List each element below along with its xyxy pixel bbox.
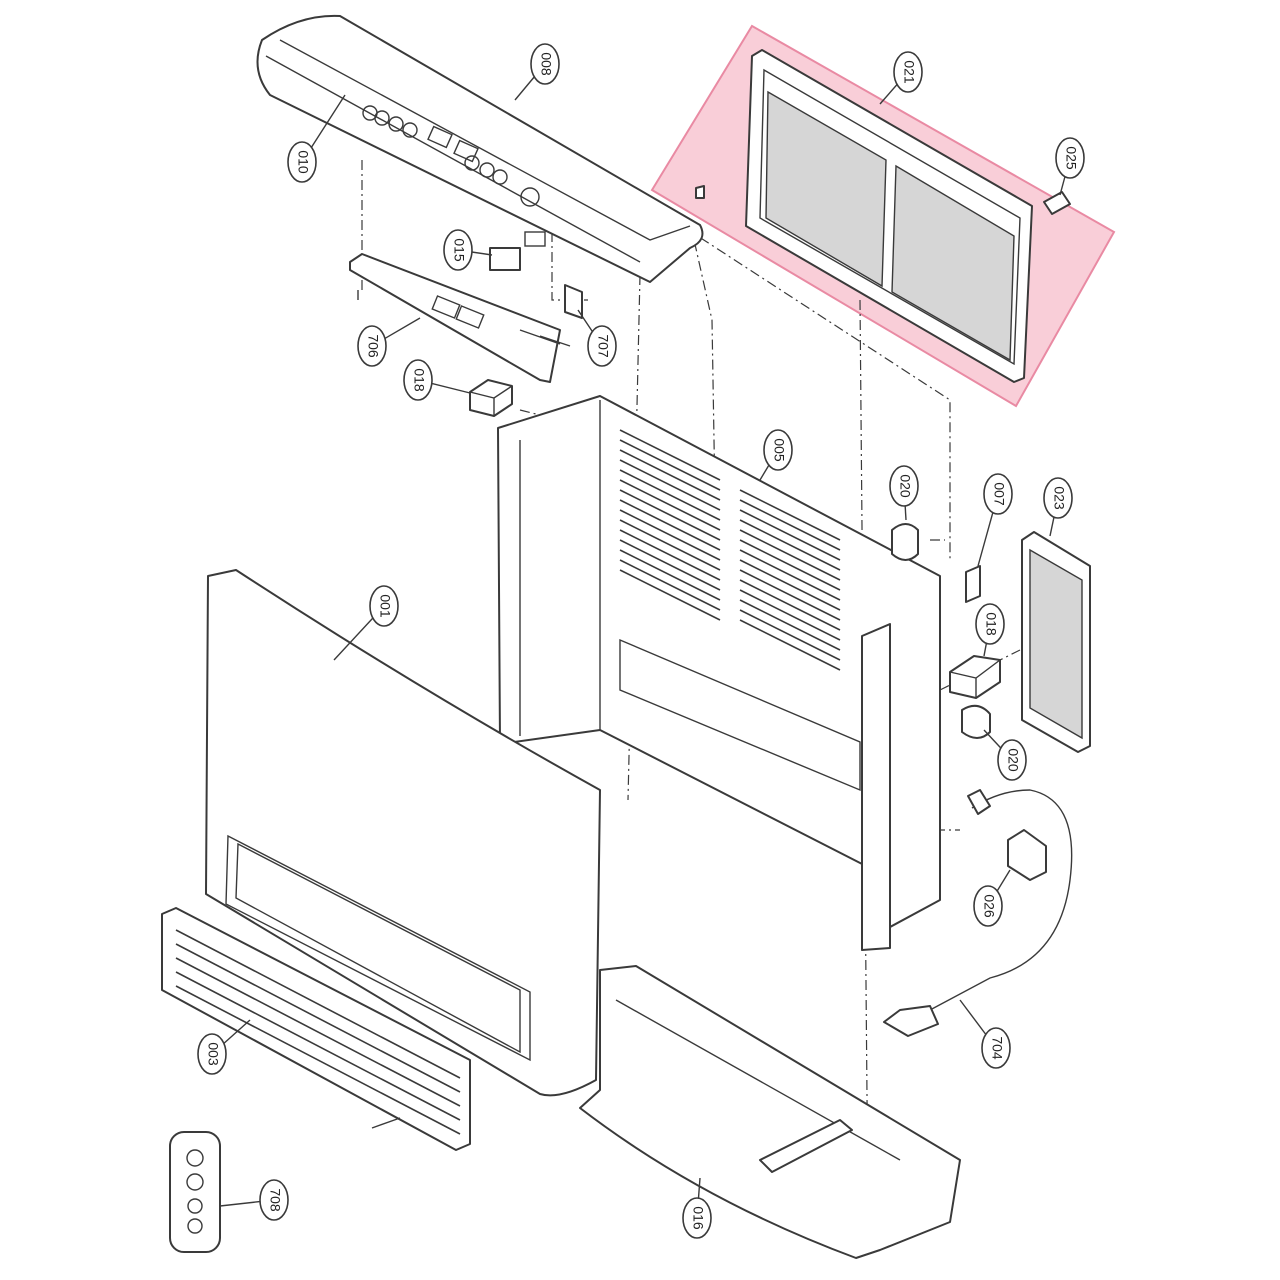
callout-oval [893, 51, 923, 93]
callout-oval [763, 429, 793, 471]
knob-switch-right [949, 655, 1001, 699]
front-grille [161, 907, 471, 1151]
callout-oval [981, 1027, 1011, 1069]
motor-lower [961, 704, 991, 739]
callout-label: 008 [538, 52, 554, 76]
callout-label: 021 [901, 60, 917, 84]
switch-bracket [564, 284, 583, 319]
callout-021: 021 [879, 51, 923, 105]
callout-018: 018 [975, 603, 1005, 657]
callout-oval [287, 141, 317, 183]
callout-oval [682, 1197, 712, 1239]
callout-018: 018 [403, 359, 471, 401]
callout-label: 026 [981, 894, 997, 918]
callout-label: 708 [267, 1188, 283, 1212]
callout-label: 003 [205, 1042, 221, 1066]
side-filter [1021, 531, 1091, 753]
screw [695, 185, 705, 199]
callout-020: 020 [983, 729, 1027, 781]
callout-015: 015 [443, 229, 493, 271]
callout-label: 018 [411, 368, 427, 392]
switch-window [524, 231, 546, 247]
callout-oval [403, 359, 433, 401]
callout-oval [259, 1179, 289, 1221]
control-circuit-board [349, 253, 571, 383]
callout-010: 010 [287, 94, 346, 183]
callout-label: 005 [771, 438, 787, 462]
callout-label: 016 [690, 1206, 706, 1230]
callout-oval [1055, 137, 1085, 179]
callout-label: 020 [1005, 748, 1021, 772]
callout-label: 018 [983, 612, 999, 636]
callout-label: 707 [595, 334, 611, 358]
callout-023: 023 [1043, 477, 1073, 537]
filter-frame [745, 49, 1033, 383]
callout-oval [973, 885, 1003, 927]
callout-026: 026 [973, 869, 1011, 927]
terminal-block [1007, 829, 1047, 881]
callout-oval [587, 325, 617, 367]
callout-020: 020 [889, 465, 919, 521]
callout-oval [530, 43, 560, 85]
motor-upper [891, 523, 919, 561]
callout-oval [443, 229, 473, 271]
callout-label: 706 [365, 334, 381, 358]
callout-oval [369, 585, 399, 627]
callout-label: 007 [991, 482, 1007, 506]
callout-label: 015 [451, 238, 467, 262]
callout-oval [983, 473, 1013, 515]
callout-016: 016 [682, 1177, 712, 1239]
callout-704: 704 [959, 999, 1011, 1069]
label-sticker [489, 247, 521, 271]
callout-oval [975, 603, 1005, 645]
bracket-007 [965, 565, 981, 603]
callout-708: 708 [219, 1179, 289, 1221]
callout-007: 007 [977, 473, 1013, 567]
callout-label: 025 [1063, 146, 1079, 170]
callout-008: 008 [514, 43, 560, 101]
callout-label: 010 [295, 150, 311, 174]
callout-706: 706 [357, 317, 421, 367]
grille-screw [371, 1117, 401, 1129]
callout-oval [1043, 477, 1073, 519]
power-cord [883, 789, 1073, 1037]
callout-001: 001 [333, 585, 399, 661]
base-tray [579, 965, 961, 1259]
callout-oval [997, 739, 1027, 781]
callout-label: 001 [377, 594, 393, 618]
callout-025: 025 [1055, 137, 1085, 196]
callout-707: 707 [577, 309, 617, 367]
callout-oval [889, 465, 919, 507]
callout-oval [197, 1033, 227, 1075]
knob-switch [469, 379, 513, 417]
front-panel [205, 569, 601, 1097]
callout-label: 020 [897, 474, 913, 498]
remote-control [169, 1131, 221, 1253]
callout-oval [357, 325, 387, 367]
callout-005: 005 [759, 429, 793, 481]
top-control-panel [256, 14, 704, 283]
callout-label: 704 [989, 1036, 1005, 1060]
callout-label: 023 [1051, 486, 1067, 510]
filter-knob [1043, 191, 1071, 215]
main-cabinet [497, 395, 941, 951]
callout-003: 003 [197, 1019, 251, 1075]
